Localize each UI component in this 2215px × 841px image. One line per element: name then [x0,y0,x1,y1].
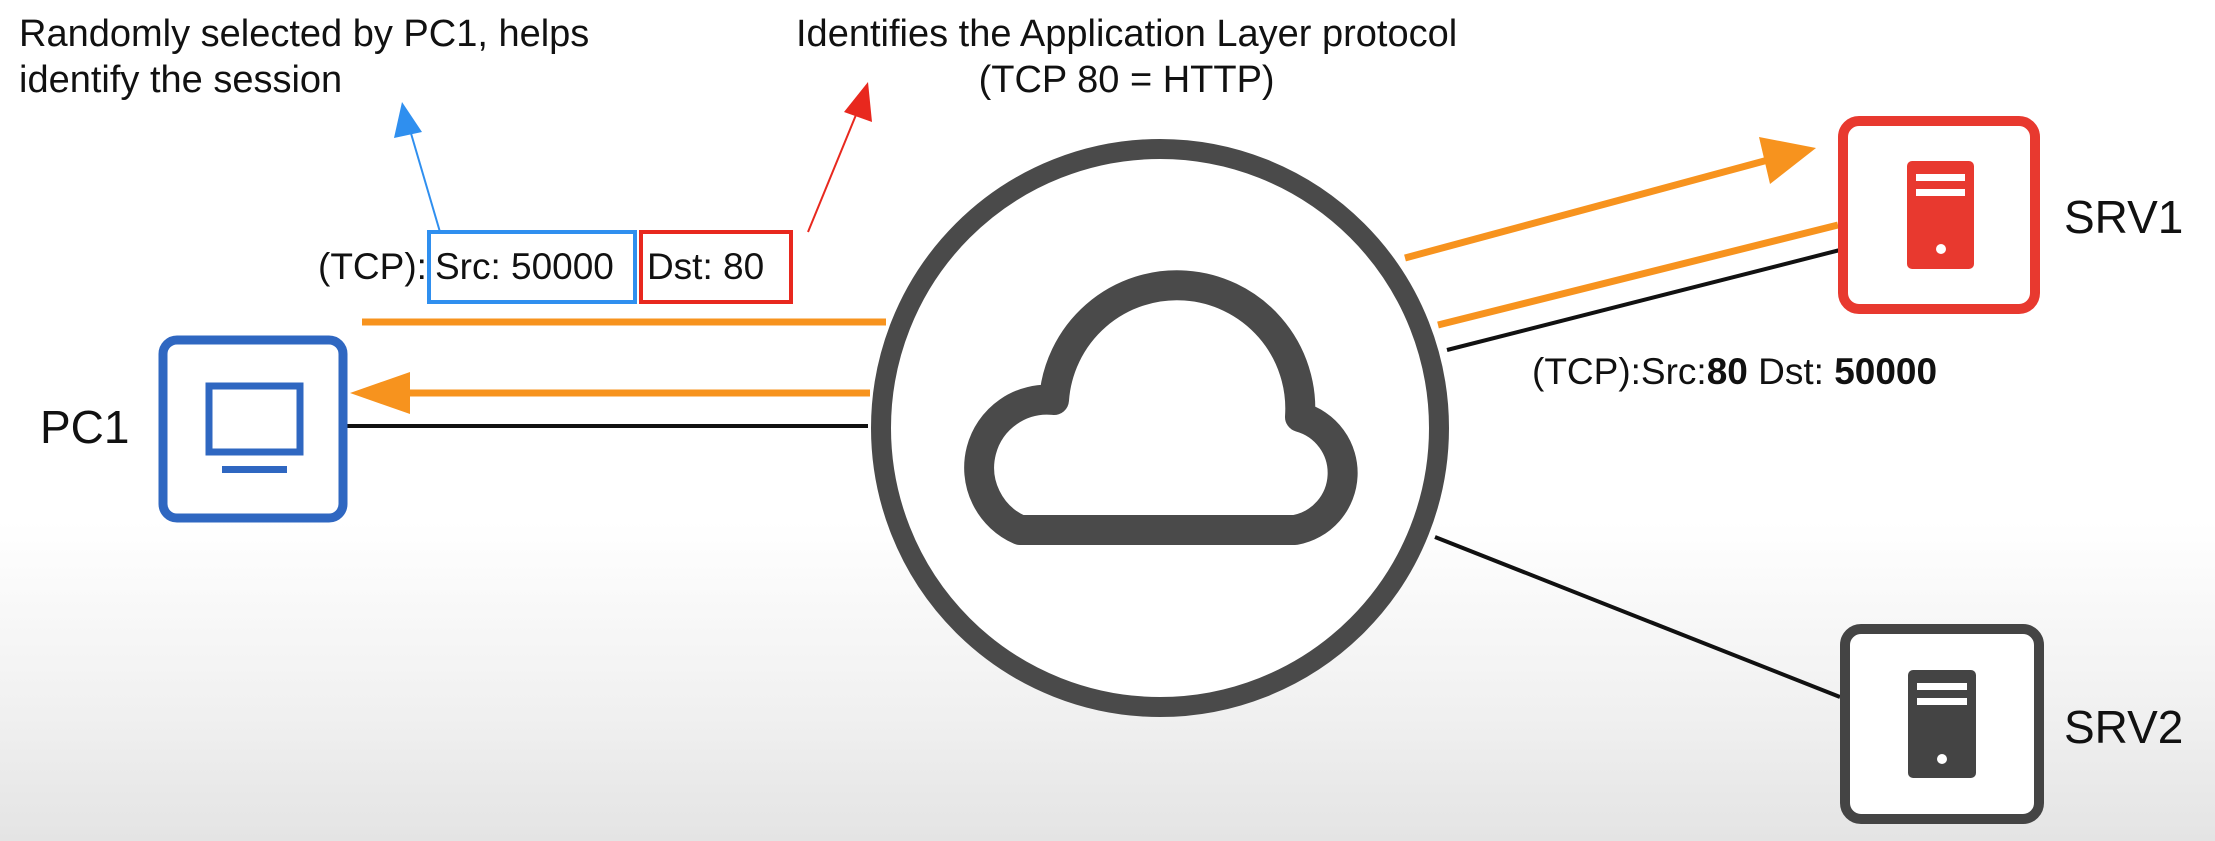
dst-port-box: Dst: 80 [638,230,793,304]
dst-port-note-line2: (TCP 80 = HTTP) [978,58,1275,101]
pc1-node [158,335,348,523]
srv2-network-link [1434,535,1841,699]
dst-annotation-pointer [807,109,859,233]
return-dst-port: 50000 [1834,351,1938,392]
dst-port-note: Identifies the Application Layer protoco… [796,12,1457,103]
src-port-note-line1: Randomly selected by PC1, helps [19,13,590,55]
server-icon [1908,670,1976,778]
dst-port-note-line1: Identifies the Application Layer protoco… [796,13,1458,55]
src-annotation-arrowhead [394,102,422,138]
return-dst-label: Dst: [1747,351,1835,392]
src-port-box: Src: 50000 [426,230,637,304]
return-flow-srv1 [1437,221,1839,329]
return-header-prefix: (TCP):Src: [1532,351,1707,392]
return-src-port: 80 [1706,351,1748,392]
return-arrowhead [350,372,410,414]
outbound-flow-srv1 [1404,156,1769,262]
monitor-icon [205,382,304,473]
srv1-label: SRV1 [2064,191,2184,243]
src-port-note: Randomly selected by PC1, helps identify… [19,12,589,103]
return-tcp-header: (TCP):Src:80 Dst: 50000 [1532,350,1937,394]
srv2-label: SRV2 [2064,701,2184,753]
outbound-header-prefix: (TCP): [318,245,427,287]
src-port-note-line2: identify the session [19,58,343,101]
src-annotation-pointer [409,129,441,233]
pc1-label: PC1 [40,401,130,453]
cloud-icon [964,270,1358,545]
dst-annotation-arrowhead [844,82,872,122]
outbound-arrowhead [1759,137,1816,184]
outbound-tcp-header: (TCP): Src: 50000 Dst: 80 [318,230,793,304]
srv1-network-link [1446,248,1841,352]
server-icon [1907,161,1974,269]
